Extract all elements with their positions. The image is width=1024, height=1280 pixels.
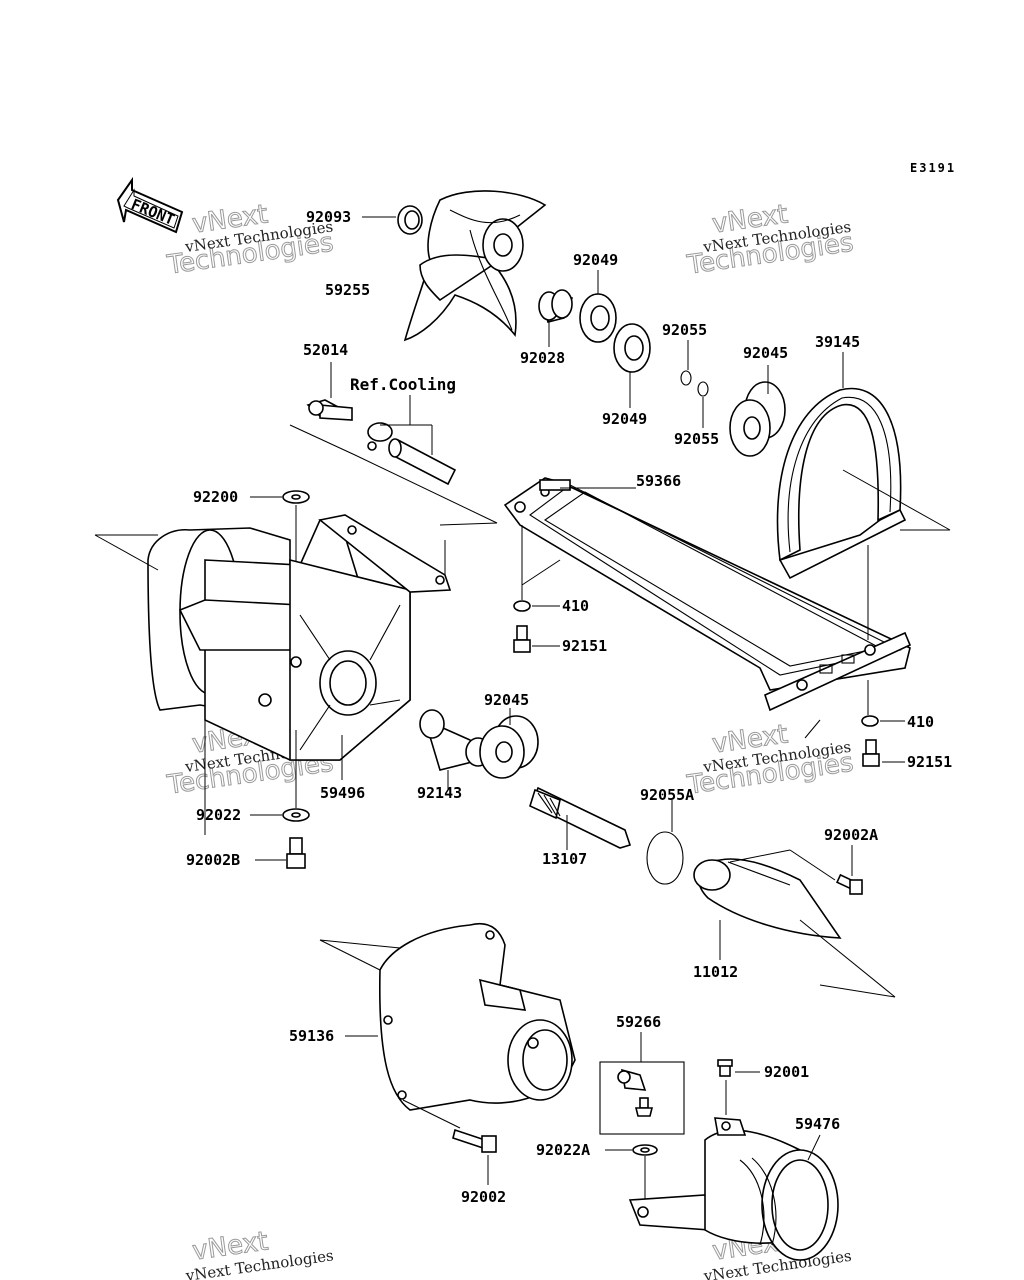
front-arrow-icon: FRONT: [116, 176, 184, 234]
label-59266: 59266: [616, 1013, 661, 1031]
label-52014: 52014: [303, 341, 348, 359]
label-92001: 92001: [764, 1063, 809, 1081]
bolt-92002B: [255, 837, 306, 869]
nozzle-11012: [693, 849, 896, 998]
label-92055-a: 92055: [662, 321, 707, 339]
bearing-92045-b: [479, 708, 539, 779]
impeller: [403, 190, 547, 342]
label-410-a: 410: [562, 597, 589, 615]
label-11012: 11012: [693, 963, 738, 981]
collar-92028: [538, 289, 574, 347]
label-92045-a: 92045: [743, 344, 788, 362]
screw-92001: [717, 1059, 760, 1115]
bolt-92151-b: [862, 739, 905, 767]
watermark-bottom-left: vNext vNext Technologies: [184, 1226, 335, 1280]
cooling-hose: [367, 395, 457, 486]
bolt-92002: [452, 1128, 497, 1185]
oring-92055-b: [697, 381, 709, 428]
housing-59136: [319, 923, 576, 1129]
label-92055A: 92055A: [640, 786, 694, 804]
ring-92049-b: [613, 323, 651, 408]
pump-case-59496: [94, 514, 452, 835]
label-92002A: 92002A: [824, 826, 878, 844]
nut-410-a: [513, 600, 560, 612]
ref-cooling-note: Ref.Cooling: [350, 375, 456, 394]
bearing-92045-a: [729, 365, 786, 457]
label-92143: 92143: [417, 784, 462, 802]
label-92049-b: 92049: [602, 410, 647, 428]
watermark-top-right: vNext Technologies vNext Technologies: [684, 199, 856, 281]
label-59496: 59496: [320, 784, 365, 802]
label-410-b: 410: [907, 713, 934, 731]
cover-39145: [776, 352, 951, 580]
label-92028: 92028: [520, 349, 565, 367]
washer-92022A: [605, 1144, 658, 1200]
watermark-mid-right: vNext Technologies vNext Technologies: [684, 719, 856, 801]
nut-410-b: [861, 715, 905, 727]
label-13107: 13107: [542, 850, 587, 868]
fitting-52014: [306, 362, 353, 421]
oring-92055-a: [680, 340, 692, 386]
label-92200: 92200: [193, 488, 238, 506]
oring-92055A: [646, 800, 684, 885]
label-92002: 92002: [461, 1188, 506, 1206]
label-92045-b: 92045: [484, 691, 529, 709]
label-92151-b: 92151: [907, 753, 952, 771]
label-92049-a: 92049: [573, 251, 618, 269]
plate-59366: [503, 477, 912, 739]
bolt-92002A: [835, 845, 863, 895]
watermark-top-left: vNext Technologies vNext Technologies: [164, 199, 336, 281]
label-92022A: 92022A: [536, 1141, 590, 1159]
label-92002B: 92002B: [186, 851, 240, 869]
label-92093: 92093: [306, 208, 351, 226]
label-59136: 59136: [289, 1027, 334, 1045]
fitting-59266: [599, 1032, 685, 1135]
label-92055-b: 92055: [674, 430, 719, 448]
cap-92093: [362, 205, 423, 235]
bolt-92151-a: [513, 625, 560, 653]
label-92151-a: 92151: [562, 637, 607, 655]
label-59255: 59255: [325, 281, 370, 299]
diagram-code: E3191: [910, 161, 956, 175]
ring-92049-a: [579, 270, 617, 343]
shaft-13107: [529, 786, 632, 850]
washer-92022: [250, 730, 310, 822]
label-59366: 59366: [636, 472, 681, 490]
nozzle-59476: [628, 1117, 839, 1261]
label-39145: 39145: [815, 333, 860, 351]
label-59476: 59476: [795, 1115, 840, 1133]
label-92022: 92022: [196, 806, 241, 824]
